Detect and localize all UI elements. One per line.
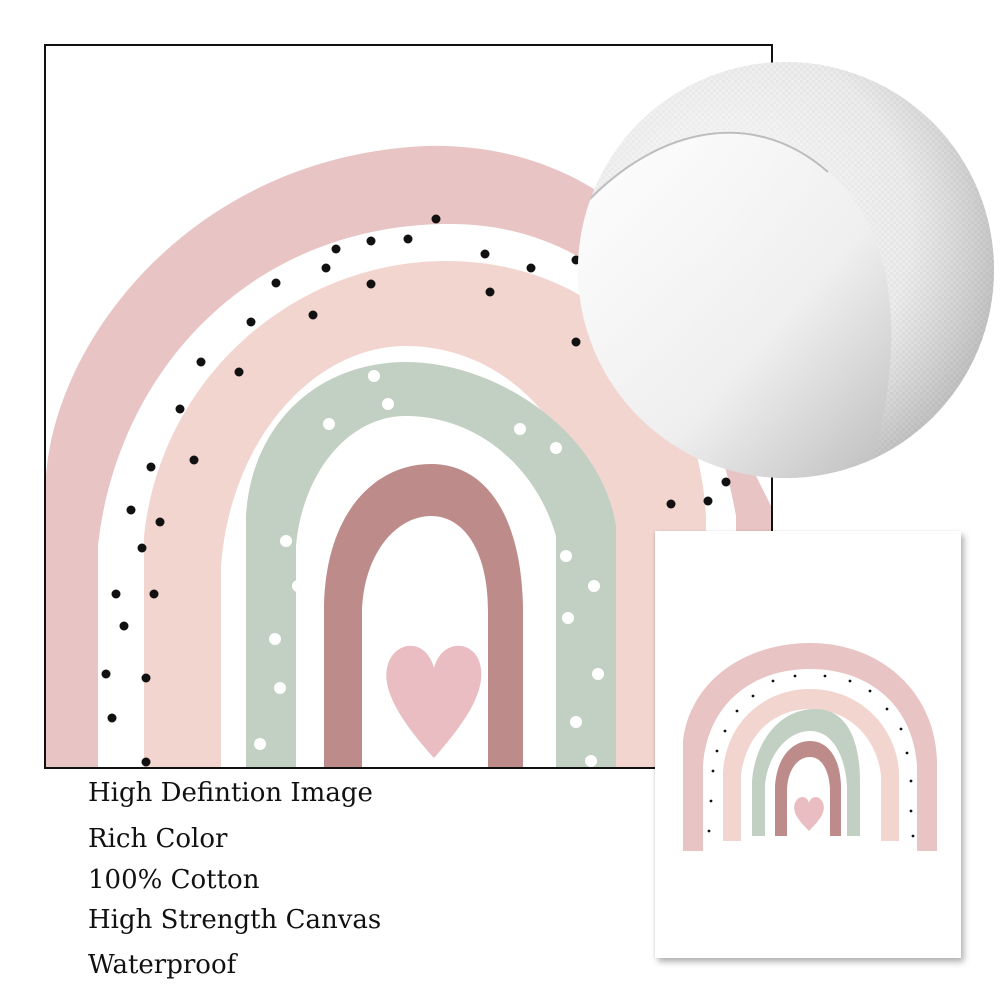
heart-shape xyxy=(386,645,482,758)
feature-item: High Strength Canvas xyxy=(88,905,382,935)
white-dots xyxy=(254,370,604,767)
feature-item: Rich Color xyxy=(88,824,228,854)
canvas-texture-swatch xyxy=(578,62,994,478)
rainbow-inner-band xyxy=(324,464,523,767)
black-dots xyxy=(101,214,731,767)
feature-item: High Defintion Image xyxy=(88,778,373,808)
feature-item: Waterproof xyxy=(88,950,237,980)
framed-thumbnail-preview xyxy=(655,531,961,958)
feature-item: 100% Cotton xyxy=(88,865,260,895)
